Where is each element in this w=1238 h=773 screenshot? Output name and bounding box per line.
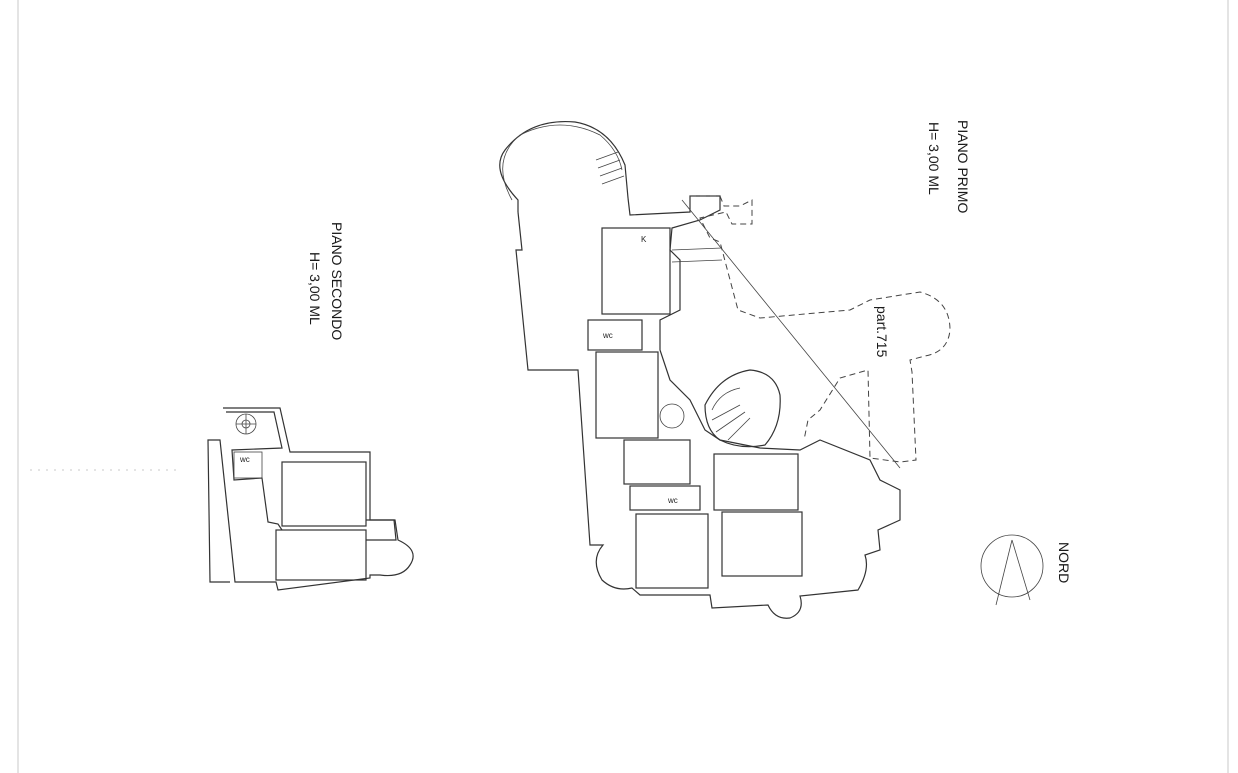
first-floor-room-d [635, 513, 709, 589]
kitchen-label: K [641, 235, 647, 244]
north-circle [980, 534, 1044, 598]
first-floor-room-e [713, 453, 799, 511]
second-floor-balcony [366, 519, 397, 541]
first-floor-main-spiral-stair [704, 369, 781, 448]
first-floor-height: H= 3,00 ML [926, 122, 942, 195]
first-floor-plan [499, 120, 951, 619]
parcel-label: part.715 [874, 306, 890, 358]
second-floor-room-a [281, 461, 367, 527]
wc-label-bottom: wc [668, 496, 678, 505]
second-floor-height: H= 3,00 ML [307, 252, 323, 325]
first-floor-room-f [721, 511, 803, 577]
parcel-boundary [690, 195, 951, 463]
second-floor-title: PIANO SECONDO [329, 222, 345, 341]
first-floor-wc-top [587, 319, 643, 351]
second-floor-plan [207, 407, 414, 591]
first-floor-round-terrace [499, 120, 629, 212]
wc-label-top: wc [603, 331, 613, 340]
first-floor-room-c [623, 439, 691, 485]
parcel-diagonal-line [681, 199, 901, 469]
first-floor-small-spiral-stair [659, 403, 685, 429]
wc-label-second-floor: wc [240, 455, 250, 464]
first-floor-room-left [595, 351, 659, 439]
north-arrow [980, 534, 1044, 606]
first-floor-kitchen [601, 227, 671, 315]
first-floor-outer-wall [515, 195, 901, 619]
second-floor-outer-wall [207, 407, 414, 591]
second-floor-room-b [275, 529, 367, 581]
second-floor-wc-room [233, 451, 263, 479]
second-floor-inner-wall [226, 411, 283, 531]
first-floor-wc-bottom [629, 485, 701, 511]
first-floor-title: PIANO PRIMO [955, 120, 971, 214]
north-label: NORD [1056, 542, 1072, 584]
